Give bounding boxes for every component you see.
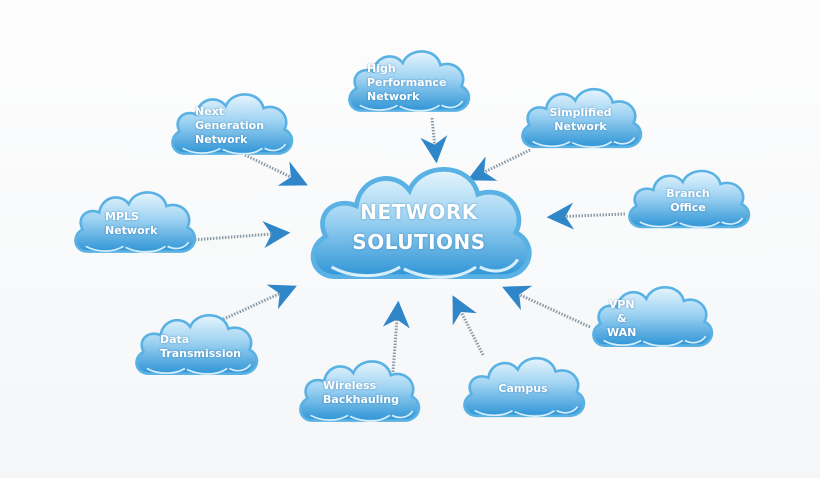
cloud-campus: Campus <box>460 351 586 423</box>
arrow-wireless-backhauling <box>382 300 410 373</box>
cloud-label: Branch Office <box>666 187 710 214</box>
cloud-label: VPN & WAN <box>607 297 637 339</box>
arrow-branch-office <box>546 202 626 230</box>
cloud-branch-office: Branch Office <box>625 164 751 234</box>
cloud-network-solutions: NETWORK SOLUTIONS <box>305 156 533 290</box>
cloud-label: Next Generation Network <box>195 105 265 146</box>
cloud-next-generation: Next Generation Network <box>168 87 294 161</box>
cloud-vpn-wan: VPN & WAN <box>589 280 714 353</box>
arrow-data-transmission <box>214 284 297 325</box>
cloud-label: Data Transmission <box>160 332 242 360</box>
cloud-label: Simplified Network <box>549 106 612 133</box>
cloud-data-transmission: Data Transmission <box>132 308 259 381</box>
center-title: NETWORK SOLUTIONS <box>352 200 486 254</box>
arrow-campus <box>452 295 485 356</box>
arrow-mpls <box>191 221 291 249</box>
arrow-vpn-wan <box>502 285 591 329</box>
arrow-high-performance <box>420 117 448 164</box>
cloud-high-performance: High Performance Network <box>345 44 471 118</box>
cloud-label: Wireless Backhauling <box>323 379 399 406</box>
cloud-mpls: MPLS Network <box>71 185 197 259</box>
cloud-label: MPLS Network <box>105 210 158 237</box>
cloud-label: Campus <box>498 382 548 395</box>
cloud-simplified: Simplified Network <box>518 82 643 154</box>
cloud-wireless-backhauling: Wireless Backhauling <box>296 354 421 428</box>
cloud-label: High Performance Network <box>367 62 447 103</box>
